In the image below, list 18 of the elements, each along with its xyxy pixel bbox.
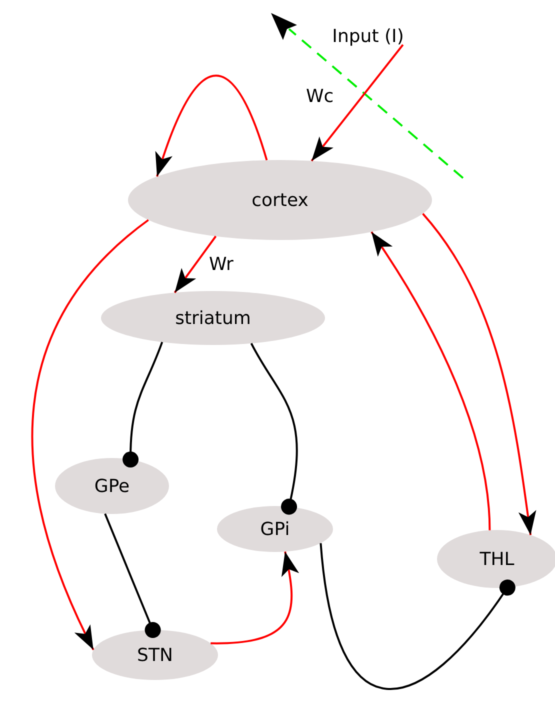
input-label: Input (I) <box>332 26 404 46</box>
ellipse-node: GPe <box>55 458 169 514</box>
arrow <box>174 236 217 294</box>
arrow <box>370 231 491 530</box>
inhibitory-connector <box>250 342 298 515</box>
inhibitory-connector <box>122 342 164 468</box>
ellipse-node: GPi <box>217 506 333 552</box>
ellipse-node: cortex <box>128 160 432 240</box>
arrow <box>422 213 536 536</box>
arrow <box>310 44 404 162</box>
arrow <box>156 75 268 177</box>
arrow <box>31 219 149 650</box>
inhibitory-connector <box>104 513 161 638</box>
ellipse-node: striatum <box>101 291 325 345</box>
inhibitory-connector <box>320 543 516 690</box>
arrow <box>210 551 299 644</box>
ellipse-node: STN <box>92 630 218 680</box>
ellipse-node: THL <box>437 530 555 588</box>
